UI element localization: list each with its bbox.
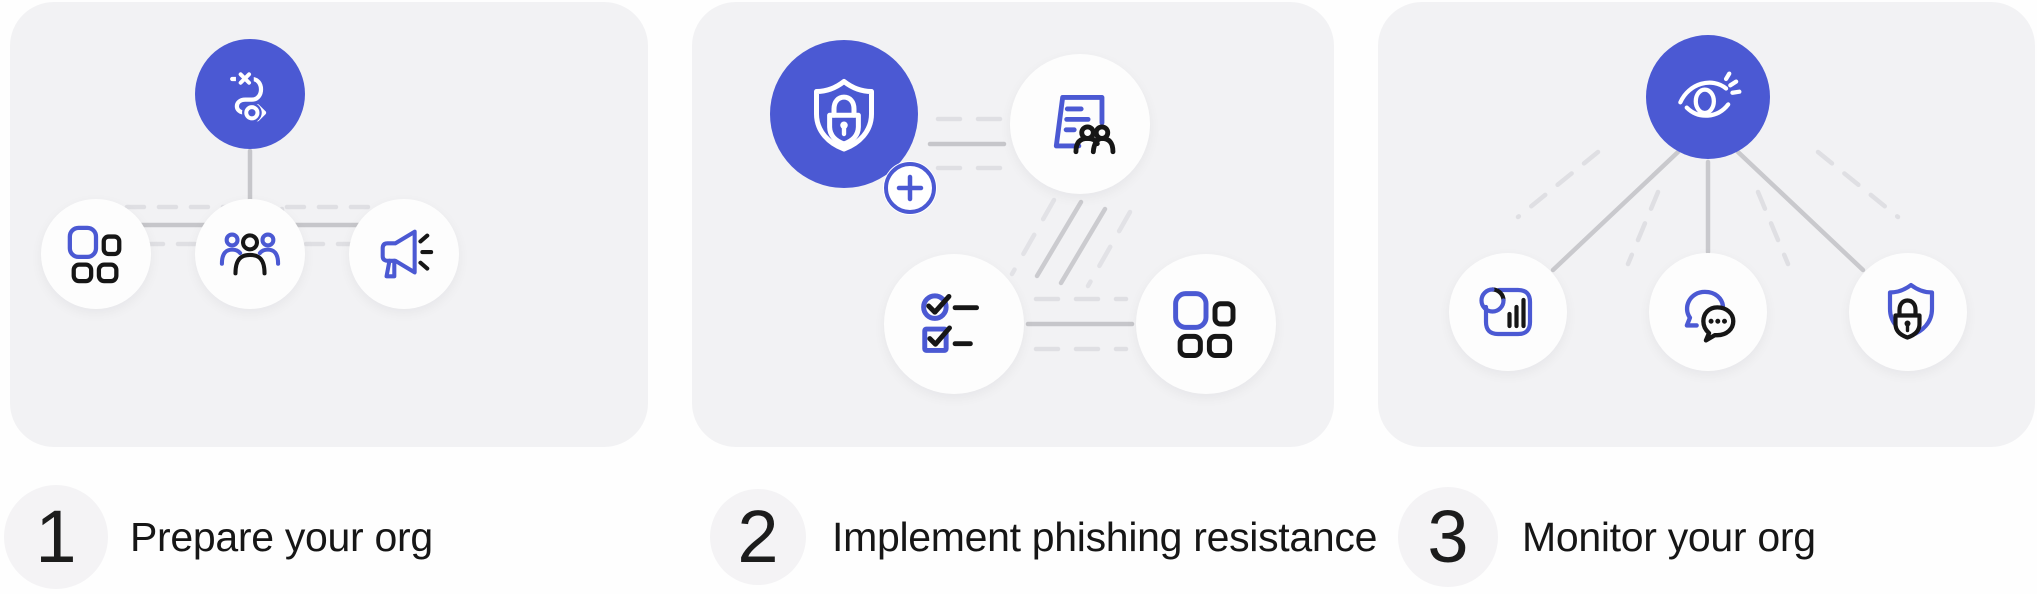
- step-3-number-badge: 3: [1398, 487, 1498, 587]
- step-2-label: Implement phishing resistance: [832, 513, 1378, 560]
- strategy-route-icon: [230, 70, 267, 123]
- shield-node-circle: [1849, 253, 1967, 371]
- apps-grid-icon: [1173, 291, 1236, 358]
- policy-node-circle: [1010, 54, 1150, 194]
- step-1-caption: 1 Prepare your org: [0, 484, 433, 590]
- shield-hub-circle: [770, 40, 918, 188]
- step-3-label: Monitor your org: [1522, 513, 1816, 560]
- step-2-number-badge: 2: [710, 489, 806, 585]
- checklist-icon: [921, 293, 979, 353]
- step-3-number: 3: [1427, 495, 1469, 578]
- step-2-number: 2: [737, 495, 779, 578]
- step-1-number-badge: 1: [4, 485, 108, 589]
- shield-lock-plus-icon: [814, 79, 874, 152]
- checklist-node-circle: [884, 254, 1024, 394]
- step-2-caption: 2 Implement phishing resistance: [710, 484, 1377, 590]
- step-3-caption: 3 Monitor your org: [1398, 484, 1816, 590]
- shield-lock-icon: [1887, 282, 1935, 340]
- apps-node-circle: [41, 199, 151, 309]
- policy-document-users-icon: [1053, 94, 1116, 155]
- eye-hub-circle: [1646, 35, 1770, 159]
- apps-grid-icon: [67, 225, 122, 284]
- strategy-hub-circle: [195, 39, 305, 149]
- megaphone-icon: [380, 229, 434, 279]
- megaphone-node-circle: [349, 199, 459, 309]
- analytics-node-circle: [1449, 253, 1567, 371]
- step-1-label: Prepare your org: [130, 513, 433, 560]
- team-icon: [219, 232, 281, 276]
- plus-icon: [884, 162, 936, 214]
- step-3-card: [1378, 2, 2035, 447]
- step-2-card: [692, 2, 1334, 447]
- analytics-chart-icon: [1479, 287, 1533, 337]
- apps-node-circle: [1136, 254, 1276, 394]
- step-2-connector-lines: [927, 116, 1135, 352]
- eye-icon: [1678, 71, 1742, 118]
- chat-bubbles-icon: [1684, 289, 1736, 343]
- step-3-connector-lines: [1515, 149, 1901, 273]
- plus-badge: [883, 161, 937, 215]
- step-1-card: [10, 2, 648, 447]
- chat-node-circle: [1649, 253, 1767, 371]
- team-node-circle: [195, 199, 305, 309]
- step-1-number: 1: [35, 495, 77, 578]
